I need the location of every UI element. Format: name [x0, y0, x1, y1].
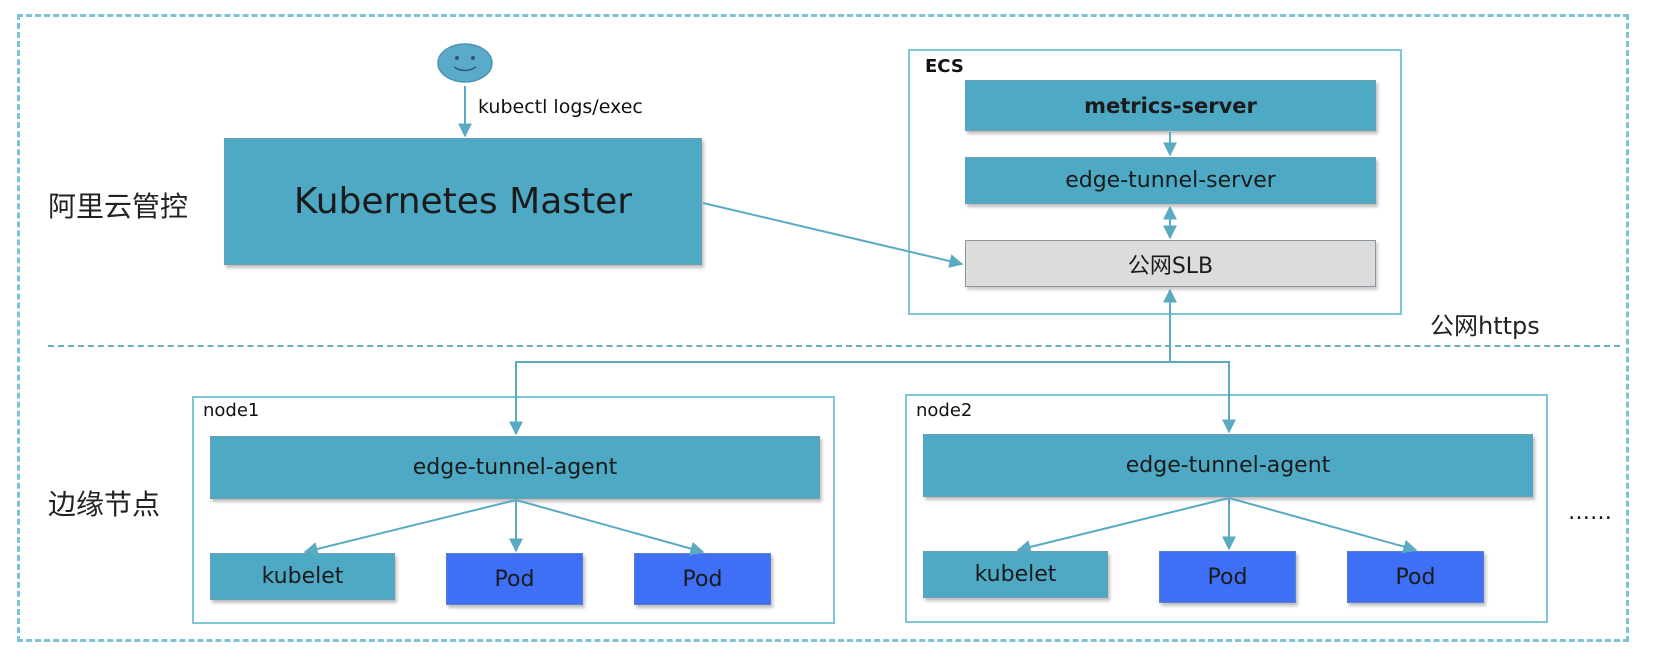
public-slb-box: 公网SLB: [965, 240, 1376, 287]
edge-region-label: 边缘节点: [48, 488, 161, 521]
node1-kubelet-label: kubelet: [261, 564, 344, 589]
node1-title: node1: [203, 400, 260, 421]
user-smiley-icon: [436, 42, 494, 84]
more-nodes-ellipsis: ……: [1568, 500, 1612, 525]
public-slb-label: 公网SLB: [1127, 253, 1214, 279]
node2-group: [905, 394, 1548, 623]
cloud-region-label: 阿里云管控: [48, 190, 189, 223]
branch-to-node2-agent: [1170, 361, 1236, 434]
ecs-title: ECS: [925, 56, 964, 77]
node2-pod-b-label: Pod: [1395, 564, 1436, 590]
node1-pod-b-box: Pod: [634, 553, 771, 605]
node1-kubelet-box: kubelet: [210, 553, 395, 600]
node1-pod-a-label: Pod: [494, 566, 535, 592]
metrics-server-label: metrics-server: [1084, 93, 1257, 118]
metrics-server-box: metrics-server: [965, 80, 1376, 131]
node1-agent-to-pod-b: [515, 499, 705, 556]
user-edge-label: kubectl logs/exec: [478, 96, 643, 118]
node1-pod-a-box: Pod: [446, 553, 583, 605]
edge-tunnel-server-box: edge-tunnel-server: [965, 157, 1376, 204]
kubernetes-master-box: Kubernetes Master: [224, 138, 702, 265]
node2-agent-to-kubelet: [1016, 497, 1230, 554]
ecs-group: [908, 49, 1402, 315]
node2-pod-a-label: Pod: [1207, 564, 1248, 590]
outer-frame: [17, 14, 1629, 642]
node2-pod-a-box: Pod: [1159, 551, 1296, 603]
node1-edge-tunnel-agent-label: edge-tunnel-agent: [412, 455, 618, 480]
kubernetes-master-label: Kubernetes Master: [293, 181, 633, 222]
node1-pod-b-label: Pod: [682, 566, 723, 592]
branch-to-node1-agent: [509, 361, 1170, 436]
node1-edge-tunnel-agent-box: edge-tunnel-agent: [210, 436, 820, 499]
node1-group: [192, 396, 835, 624]
node1-agent-to-kubelet: [303, 499, 517, 556]
master-to-slb-arrow: [702, 202, 964, 268]
node2-edge-tunnel-agent-box: edge-tunnel-agent: [923, 434, 1533, 497]
node2-title: node2: [916, 400, 973, 421]
public-network-divider: [48, 345, 1620, 347]
node2-kubelet-label: kubelet: [974, 562, 1057, 587]
edge-tunnel-server-label: edge-tunnel-server: [1065, 168, 1276, 193]
divider-label: 公网https: [1430, 312, 1540, 340]
node2-kubelet-box: kubelet: [923, 551, 1108, 598]
node2-edge-tunnel-agent-label: edge-tunnel-agent: [1125, 453, 1331, 478]
node2-agent-to-pod-b: [1228, 497, 1418, 554]
